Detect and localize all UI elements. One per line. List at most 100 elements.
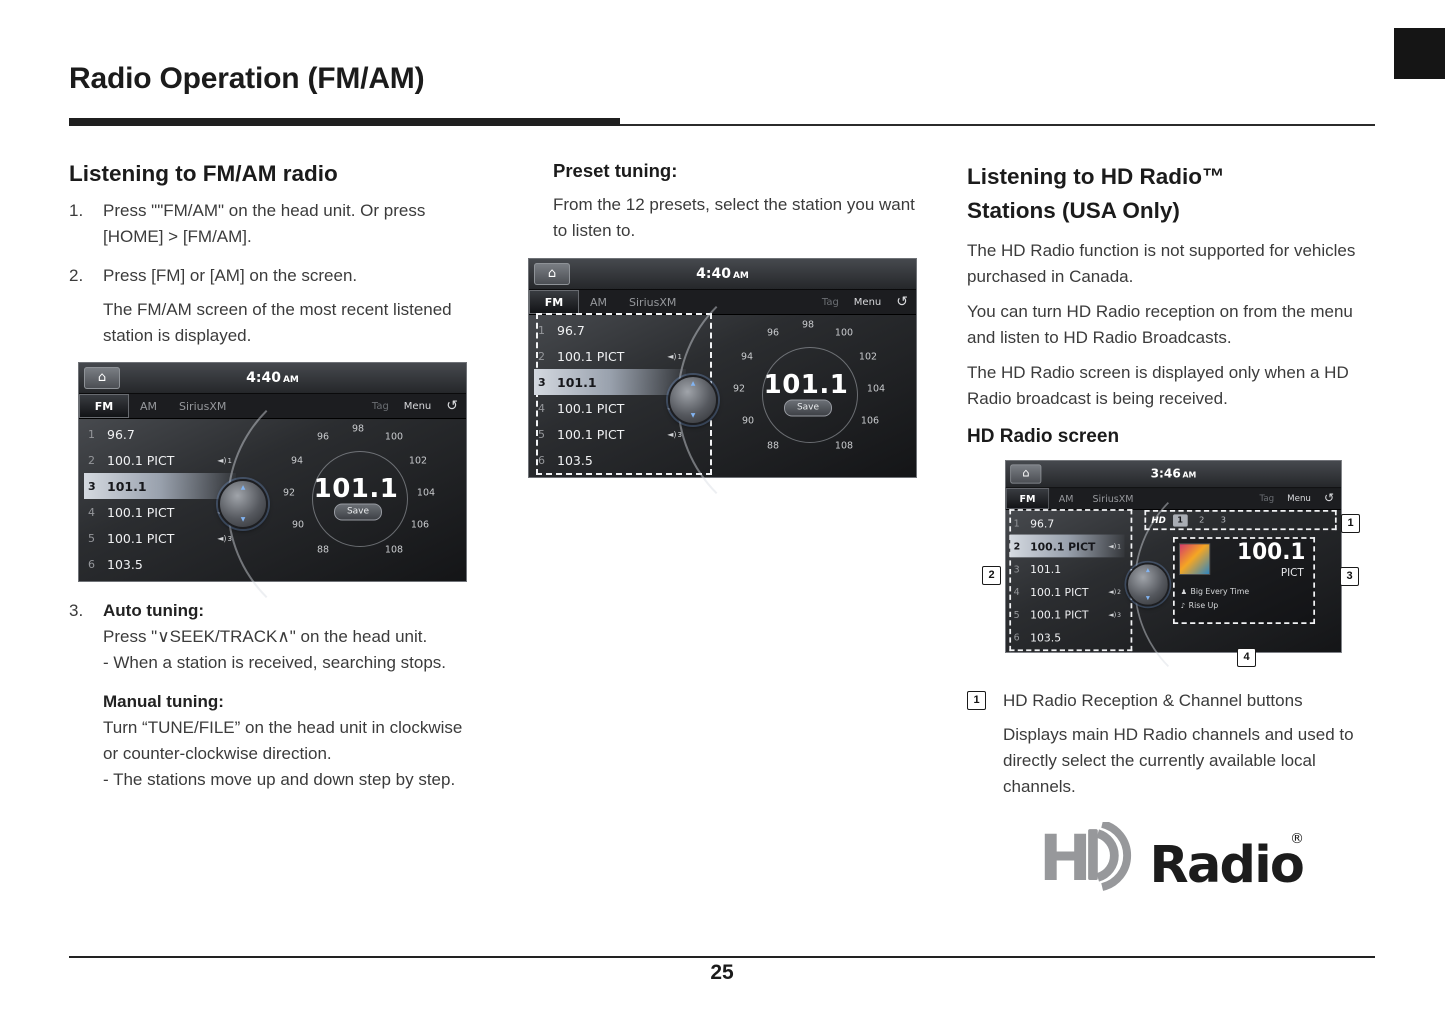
song-row: ♪Rise Up (1181, 602, 1218, 611)
logo-wave-arc (1101, 821, 1132, 891)
speaker-icon: ◄)1 (217, 455, 232, 465)
clock-ampm: AM (282, 375, 299, 386)
dial-number: 98 (351, 423, 365, 435)
step-subtext: The FM/AM screen of the most recent list… (103, 300, 452, 346)
clock-time: 4:40 (246, 370, 281, 387)
step-1: 1. Press ""FM/AM" on the head unit. Or p… (69, 198, 481, 250)
preset-number: 1 (538, 323, 545, 337)
song-name: Rise Up (1188, 601, 1219, 611)
preset-number: 1 (88, 427, 95, 441)
dial-number: 88 (316, 544, 330, 556)
clock-ampm: AM (1182, 470, 1197, 480)
step-text: Press "∨SEEK/TRACK∧" on the head unit. (103, 627, 428, 647)
dial-number: 94 (740, 351, 754, 363)
tab-fm: FM (529, 290, 579, 314)
preset-frequency: 100.1 PICT (1030, 538, 1096, 553)
frequency-display: 101.1 (763, 370, 849, 400)
logo-radio-text: Radio (1150, 835, 1304, 894)
hd-paragraph-2: You can turn HD Radio reception on from … (967, 301, 1353, 347)
dial-number: 92 (732, 383, 746, 395)
preset-row-2: 2 100.1 PICT ◄)1 (534, 343, 686, 369)
heading-line-2: Stations (USA Only) (967, 197, 1180, 223)
preset-frequency: 96.7 (107, 426, 135, 442)
speaker-icon: ◄)1 (1108, 541, 1122, 550)
preset-row-3-selected: 3 101.1 (534, 369, 686, 395)
speaker-icon: ◄)3 (1108, 609, 1122, 618)
speaker-icon: ◄)1 (667, 351, 682, 361)
preset-frequency: 103.5 (557, 452, 593, 468)
preset-frequency: 101.1 (107, 478, 147, 494)
preset-number: 6 (1013, 630, 1020, 643)
step-number: 3. (69, 601, 84, 621)
home-button: ⌂ (84, 367, 120, 390)
dial-number: 104 (416, 487, 436, 499)
knob-down-icon: ▼ (1145, 594, 1150, 601)
dial-number: 102 (858, 351, 878, 363)
hd-paragraph-1: The HD Radio function is not supported f… (967, 240, 1356, 286)
preset-frequency: 100.1 PICT (1030, 607, 1089, 621)
dial-number: 90 (741, 415, 755, 427)
dial-number: 96 (766, 327, 780, 339)
dial-number: 108 (384, 544, 404, 556)
preset-frequency: 100.1 PICT (557, 348, 625, 364)
dial-number: 90 (291, 519, 305, 531)
tuning-knob: ▲▼ (1126, 562, 1170, 606)
column-preset-tuning: Preset tuning: From the 12 presets, sele… (528, 160, 931, 533)
preset-frequency: 100.1 PICT (107, 504, 175, 520)
knob-up-icon: ▲ (1145, 566, 1150, 573)
column-fm-am: Listening to FM/AM radio 1. Press ""FM/A… (69, 160, 481, 793)
preset-number: 3 (538, 375, 546, 389)
dial-number: 102 (408, 455, 428, 467)
section-heading-fm-am: Listening to FM/AM radio (69, 161, 338, 186)
preset-number: 5 (1013, 608, 1020, 620)
home-icon: ⌂ (547, 266, 557, 281)
callout-4: 4 (1237, 647, 1256, 667)
dial-number: 104 (866, 383, 886, 395)
tab-siriusxm: SiriusXM (179, 399, 227, 413)
preset-number: 4 (538, 401, 545, 415)
preset-frequency: 103.5 (1030, 630, 1062, 644)
dial-ring (762, 347, 858, 443)
speaker-icon: ◄)3 (667, 429, 682, 439)
station-name: PICT (1280, 565, 1304, 578)
preset-frequency: 96.7 (557, 322, 585, 338)
preset-row-6: 6 103.5 (1010, 625, 1124, 648)
tab-siriusxm: SiriusXM (629, 295, 677, 309)
preset-row-2-selected: 2 100.1 PICT ◄)1 (1010, 534, 1125, 557)
station-info-panel: 100.1 PICT ♟Big Every Time ♪Rise Up (1173, 536, 1316, 624)
callout-3: 3 (1340, 566, 1359, 586)
channel-button-2: 2 (1199, 514, 1205, 525)
preset-frequency: 101.1 (1030, 561, 1062, 575)
dial-number: 106 (410, 519, 430, 531)
tab-fm: FM (1005, 487, 1050, 509)
heading-line-1: Listening to HD Radio™ (967, 164, 1225, 189)
preset-frequency: 100.1 PICT (1030, 584, 1089, 598)
callout-2: 2 (982, 565, 1001, 585)
preset-number: 2 (1013, 539, 1021, 552)
tab-fm: FM (79, 394, 129, 419)
preset-row-5: 5 100.1 PICT ◄)3 (1010, 602, 1124, 625)
hd-indicator: HD (1151, 515, 1166, 525)
music-note-icon: ♪ (1180, 601, 1186, 610)
preset-frequency: 101.1 (557, 374, 597, 390)
logo-d-stem (1088, 828, 1098, 880)
page-number: 25 (710, 961, 734, 984)
preset-number: 2 (538, 349, 545, 363)
preset-number: 3 (1013, 562, 1020, 574)
